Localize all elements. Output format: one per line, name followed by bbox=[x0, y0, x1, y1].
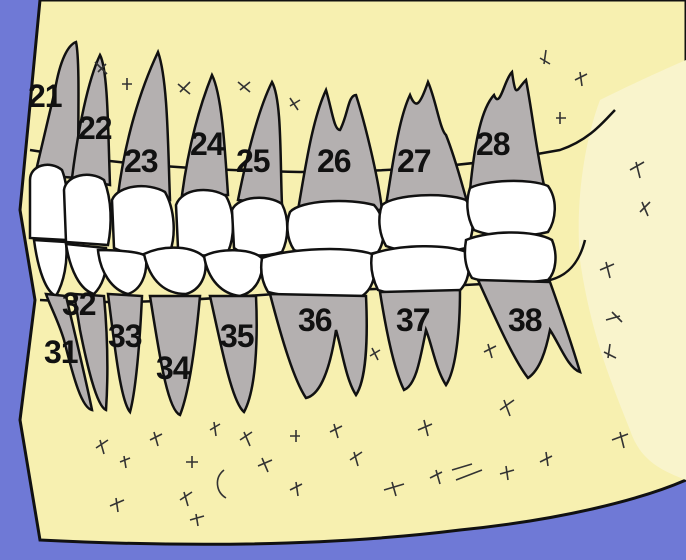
tooth-label-22: 22 bbox=[78, 112, 112, 144]
tooth-label-33: 33 bbox=[108, 320, 142, 352]
tooth-label-35: 35 bbox=[220, 320, 254, 352]
crown-25 bbox=[232, 198, 287, 256]
crown-28 bbox=[467, 181, 554, 236]
tooth-label-38: 38 bbox=[508, 304, 542, 336]
tooth-label-37: 37 bbox=[396, 304, 430, 336]
tooth-label-27: 27 bbox=[397, 145, 431, 177]
crown-22 bbox=[64, 175, 111, 245]
tooth-label-34: 34 bbox=[156, 352, 190, 384]
tooth-label-21: 21 bbox=[28, 80, 62, 112]
tooth-label-31: 31 bbox=[44, 336, 78, 368]
crown-24 bbox=[176, 190, 233, 256]
crown-38 bbox=[465, 233, 556, 283]
crown-36 bbox=[261, 249, 375, 298]
crown-27 bbox=[379, 195, 472, 253]
crown-23 bbox=[112, 186, 174, 255]
crown-21 bbox=[30, 165, 68, 240]
tooth-label-26: 26 bbox=[317, 145, 351, 177]
tooth-label-25: 25 bbox=[236, 145, 270, 177]
tooth-label-24: 24 bbox=[190, 128, 224, 160]
tooth-label-28: 28 bbox=[476, 128, 510, 160]
tooth-label-32: 32 bbox=[62, 288, 96, 320]
tooth-label-36: 36 bbox=[298, 304, 332, 336]
tooth-label-23: 23 bbox=[124, 145, 158, 177]
crown-37 bbox=[371, 246, 469, 295]
